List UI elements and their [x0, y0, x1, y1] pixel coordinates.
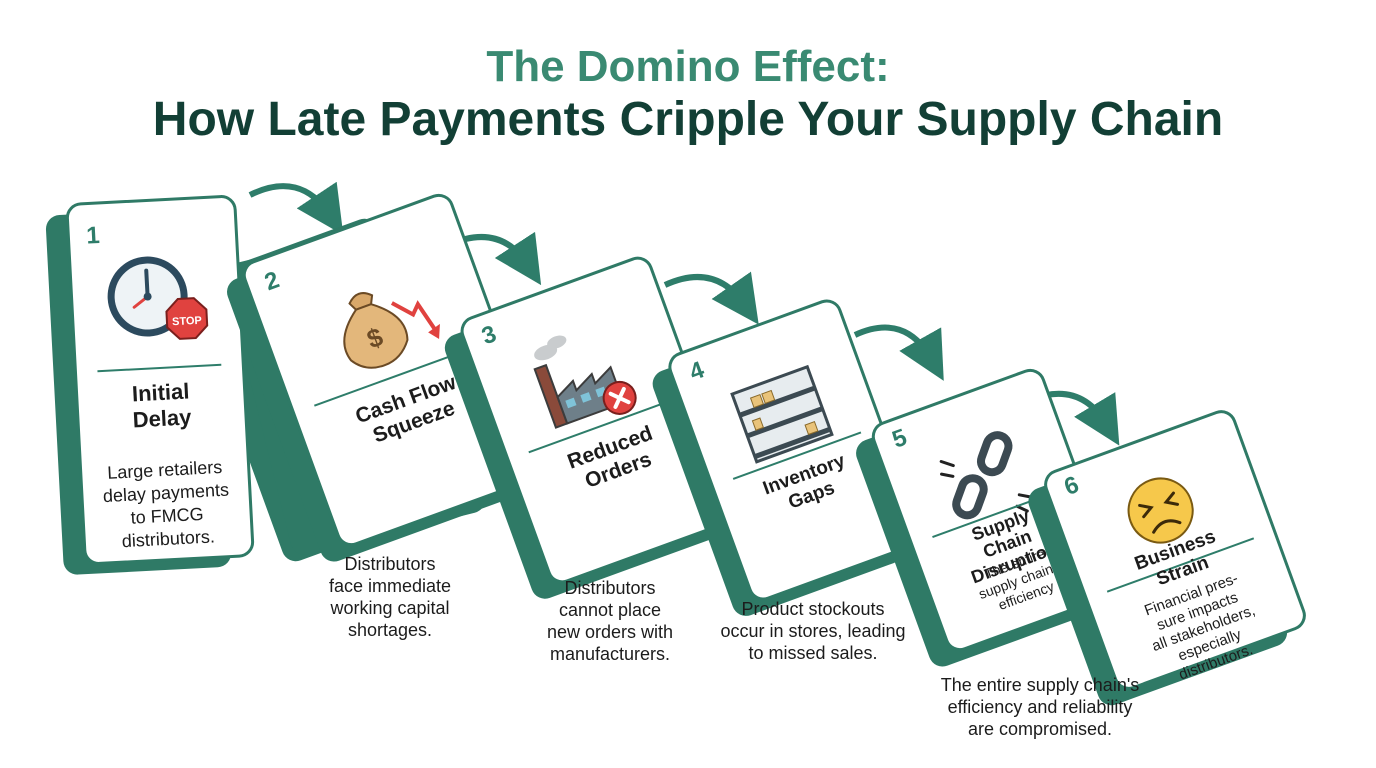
domino-divider	[528, 398, 676, 454]
arrow-4-5	[853, 324, 944, 381]
arrow-3-4	[663, 271, 759, 325]
domino-face	[1044, 410, 1306, 690]
clock-stop-sign-icon: STOP	[107, 256, 209, 340]
caption-5: The entire supply chain's efficiency and…	[940, 675, 1140, 739]
domino-title: Delay	[132, 404, 193, 432]
caption-2: Distributors face immediate working capi…	[328, 554, 452, 640]
title-line-1: The Domino Effect:	[486, 42, 890, 91]
domino-divider	[97, 363, 222, 373]
broken-chain-icon	[939, 431, 1033, 520]
empty-shelves-icon	[730, 364, 834, 464]
caption-3: Distributors cannot place new orders wit…	[546, 578, 674, 664]
domino-number: 1	[86, 222, 101, 250]
domino-divider	[1106, 537, 1255, 593]
title-line-2: How Late Payments Cripple Your Supply Ch…	[152, 93, 1224, 146]
money-bag-down-arrow-icon: $	[343, 292, 440, 369]
worried-face-icon	[1127, 477, 1194, 544]
factory-cancel-icon	[533, 335, 637, 429]
domino-divider	[732, 431, 862, 480]
domino-title: Initial	[131, 378, 190, 406]
arrow-1-2	[248, 181, 344, 235]
caption-4: Product stockouts occur in stores, leadi…	[720, 599, 906, 663]
domino-face	[668, 299, 922, 601]
domino-text: to FMCG	[130, 504, 204, 528]
domino-text: distributors.	[121, 526, 215, 551]
svg-text:STOP: STOP	[172, 315, 202, 329]
